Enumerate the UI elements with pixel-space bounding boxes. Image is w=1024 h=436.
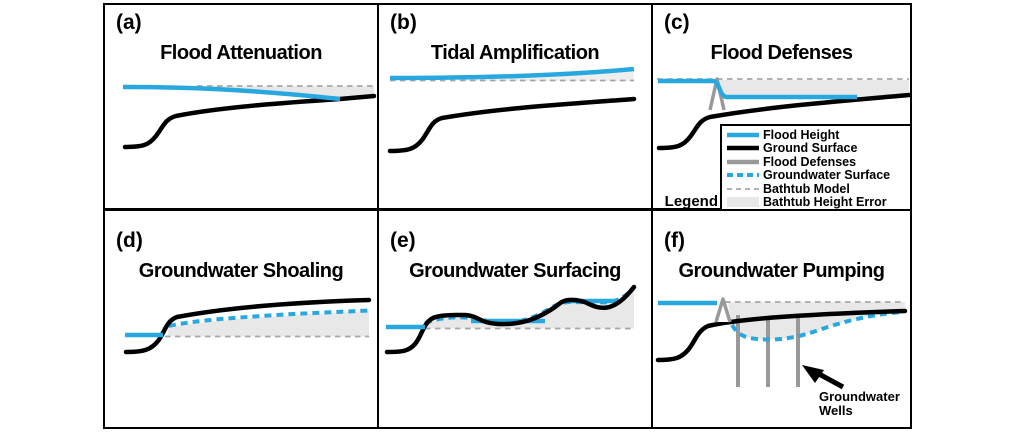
panel-f-plot bbox=[655, 297, 908, 390]
legend-label: Bathtub Model bbox=[763, 181, 850, 196]
panel-d-label: (d) bbox=[116, 229, 143, 252]
panel-b-label: (b) bbox=[390, 11, 417, 34]
flood-defense-icon bbox=[708, 77, 726, 111]
flood-defenses-swatch bbox=[727, 159, 759, 164]
legend-item-flood-defenses: Flood Defenses bbox=[726, 155, 910, 169]
panel-groundwater-surfacing: (e) Groundwater Surfacing bbox=[379, 211, 653, 427]
panel-flood-defenses: (c) Flood Defenses Legend Flood Height G… bbox=[653, 5, 912, 211]
panel-a-plot bbox=[122, 84, 377, 150]
panel-a-label: (a) bbox=[116, 11, 142, 34]
legend-item-flood-height: Flood Height bbox=[726, 128, 910, 142]
flood-height-swatch bbox=[727, 132, 759, 137]
legend-label: Bathtub Height Error bbox=[763, 195, 887, 210]
groundwater-wells-annotation: Groundwater Wells bbox=[819, 390, 900, 418]
legend-label: Flood Height bbox=[763, 127, 840, 142]
panel-f-title: Groundwater Pumping bbox=[678, 260, 885, 282]
legend-label: Ground Surface bbox=[763, 141, 858, 156]
panel-c-label: (c) bbox=[664, 11, 690, 34]
legend-item-groundwater-surface: Groundwater Surface bbox=[726, 168, 910, 183]
flood-defense-icon bbox=[714, 297, 732, 323]
bathtub-model-swatch bbox=[727, 187, 759, 190]
legend-box: Flood Height Ground Surface Flood Defens… bbox=[720, 124, 912, 211]
panel-flood-attenuation: (a) Flood Attenuation bbox=[105, 5, 379, 211]
panel-c-title: Flood Defenses bbox=[710, 42, 853, 64]
wells-arrow-icon bbox=[802, 365, 845, 390]
panel-e-title: Groundwater Surfacing bbox=[409, 260, 621, 282]
panel-groundwater-shoaling: (d) Groundwater Shoaling bbox=[105, 211, 379, 427]
wells-annotation-line1: Groundwater bbox=[819, 389, 900, 404]
panel-f-label: (f) bbox=[664, 229, 685, 252]
panel-d-title: Groundwater Shoaling bbox=[138, 260, 344, 282]
legend-heading: Legend bbox=[664, 193, 718, 210]
panel-b-plot bbox=[387, 66, 637, 154]
legend-item-bathtub-height-error: Bathtub Height Error bbox=[726, 195, 910, 210]
panel-tidal-amplification: (b) Tidal Amplification bbox=[379, 5, 653, 211]
panel-groundwater-pumping: (f) Groundwater Pumping Groundwater Well… bbox=[653, 211, 910, 427]
legend-item-bathtub-model: Bathtub Model bbox=[726, 182, 910, 196]
bathtub-height-error-swatch bbox=[727, 197, 759, 208]
legend-label: Flood Defenses bbox=[763, 154, 857, 169]
panel-a-title: Flood Attenuation bbox=[160, 42, 322, 64]
panel-d-plot bbox=[123, 297, 372, 355]
ground-surface-swatch bbox=[727, 146, 759, 151]
groundwater-surface-swatch bbox=[727, 173, 759, 178]
panel-b-title: Tidal Amplification bbox=[430, 42, 600, 64]
panel-e-label: (e) bbox=[390, 229, 416, 252]
wells-annotation-line2: Wells bbox=[819, 403, 853, 418]
panel-e-plot bbox=[384, 284, 637, 355]
six-panel-figure: (a) Flood Attenuation (b) Tidal Amplific… bbox=[103, 3, 912, 429]
legend-item-ground-surface: Ground Surface bbox=[726, 141, 910, 156]
panel-c-plot bbox=[656, 77, 910, 151]
legend-label: Groundwater Surface bbox=[763, 168, 891, 183]
